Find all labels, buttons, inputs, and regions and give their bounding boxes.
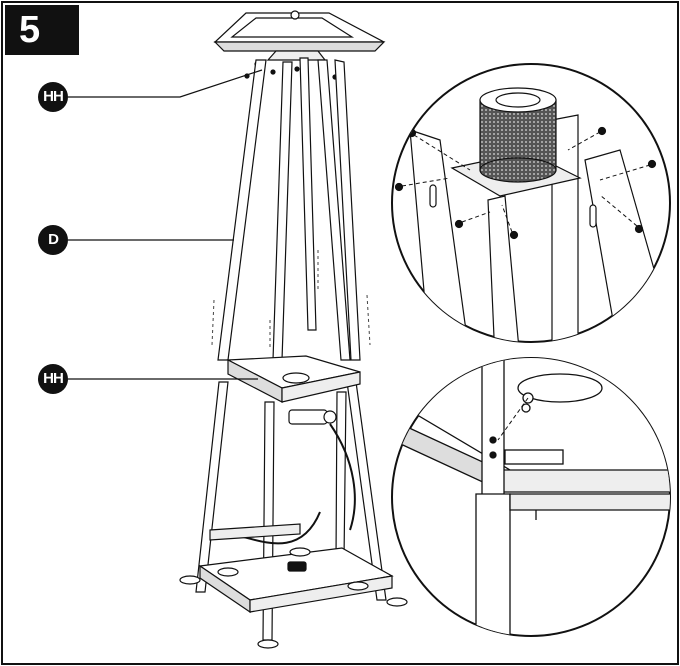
patio-heater-assembly (179, 10, 408, 649)
leveling-feet (179, 575, 408, 649)
detail-view-top (391, 63, 671, 343)
frame-leg-d (217, 57, 361, 361)
burner-tray (225, 355, 361, 425)
detail-view-bottom (391, 357, 671, 637)
callout-hh-top: HH (38, 82, 68, 112)
base-tray (198, 523, 394, 614)
heater-hood (213, 10, 386, 61)
callout-hh-bottom: HH (38, 364, 68, 394)
callout-leaders (68, 69, 263, 380)
callout-d-leg: D (38, 225, 68, 255)
step-number-badge: 5 (5, 5, 79, 55)
alignment-arrows (211, 250, 371, 348)
